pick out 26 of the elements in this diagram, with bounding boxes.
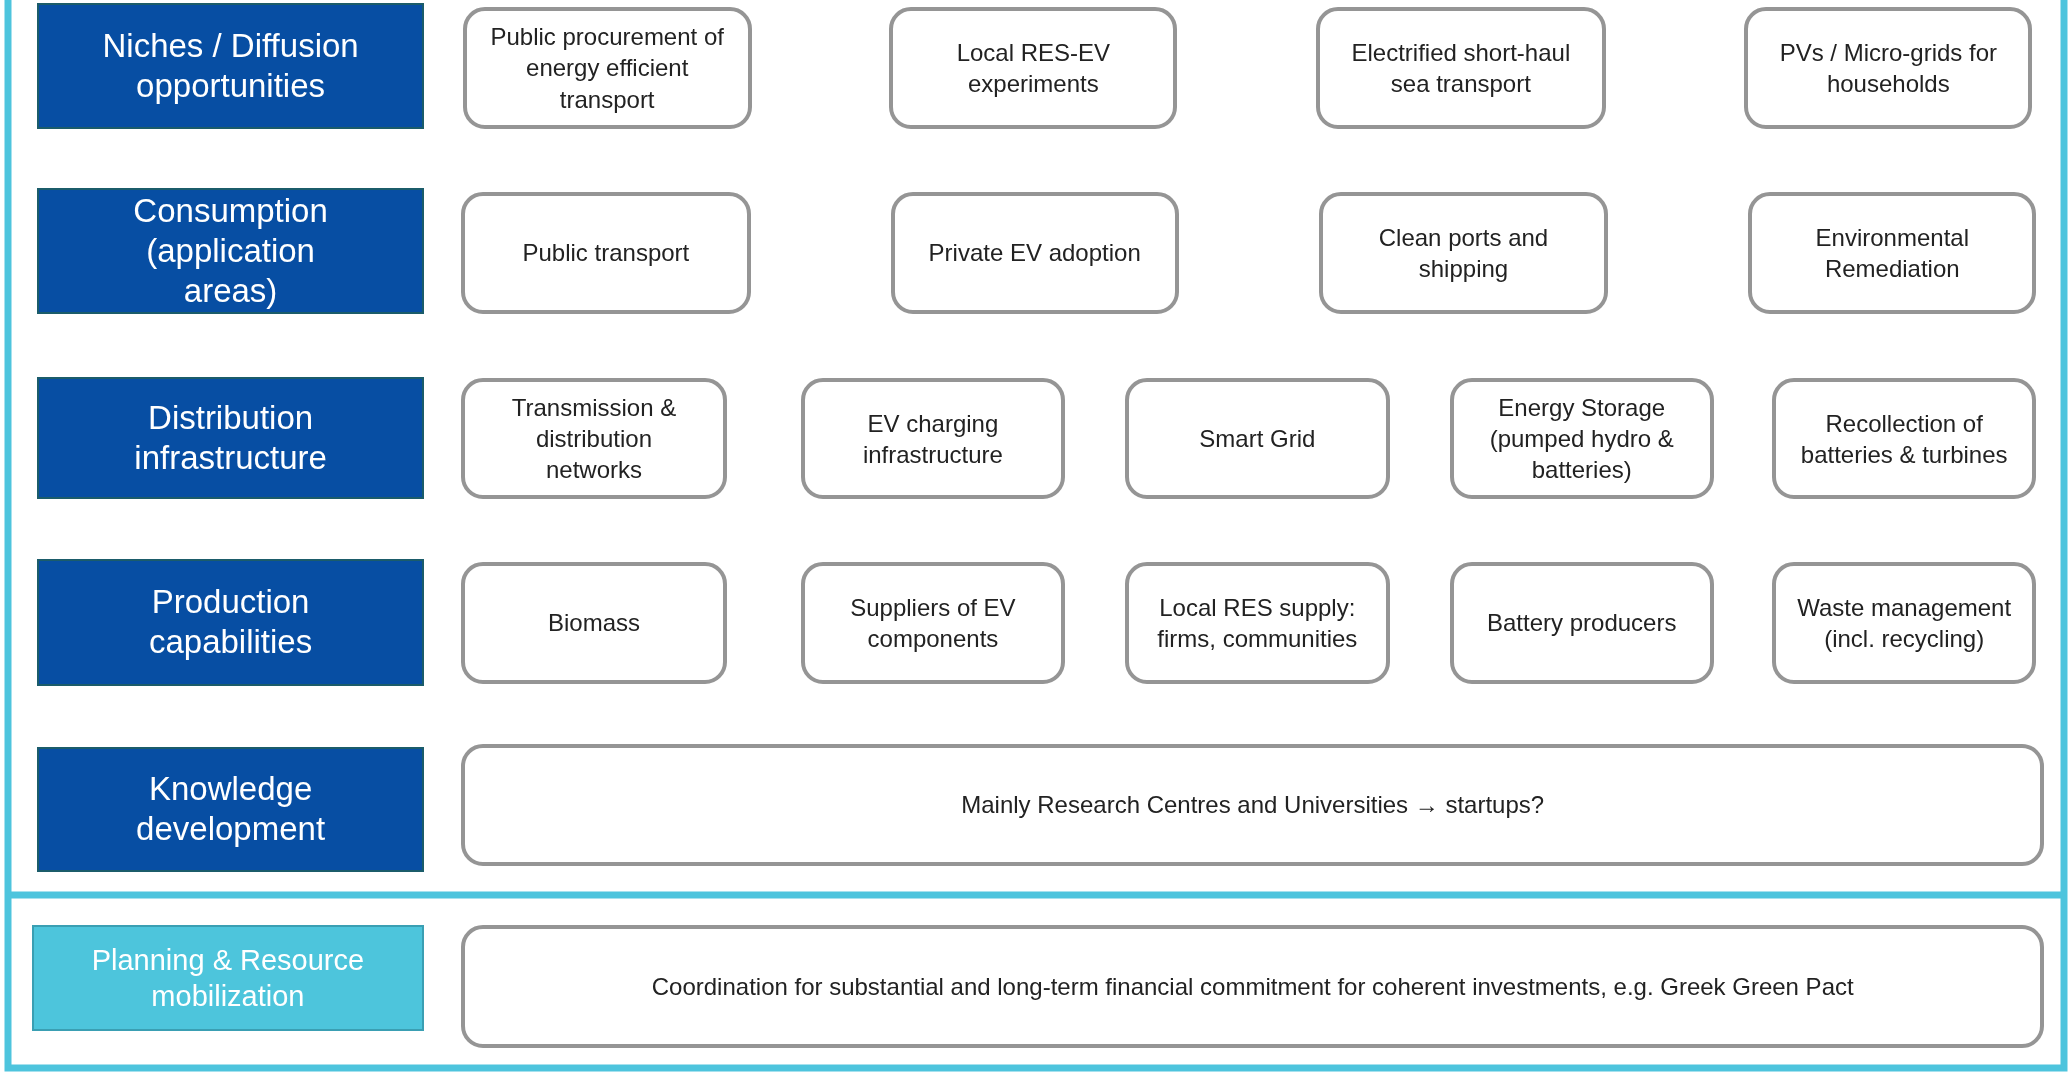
item-box: Smart Grid xyxy=(1124,377,1391,500)
item-box: Electrified short-haul sea transport xyxy=(1316,6,1606,130)
item-box: Clean ports and shipping xyxy=(1318,191,1609,315)
item-box: EV charging infrastructure xyxy=(800,377,1066,500)
item-box: PVs / Micro-grids for households xyxy=(1744,6,2033,130)
item-box: Transmission & distribution networks xyxy=(461,377,727,500)
item-box: Public procurement of energy efficient transport xyxy=(462,6,752,130)
row-heading: Distribution infrastructure xyxy=(37,376,425,500)
item-box: Local RES supply: firms, communities xyxy=(1124,561,1391,685)
item-box: Suppliers of EV components xyxy=(800,561,1066,685)
item-box: Public transport xyxy=(461,191,751,315)
row-heading: Niches / Diffusion opportunities xyxy=(37,2,425,130)
row-heading: Consumption (application areas) xyxy=(37,187,425,315)
item-box: Waste management (incl. recycling) xyxy=(1772,561,2037,685)
row-heading: Planning & Resource mobilization xyxy=(31,925,425,1031)
item-box: Energy Storage (pumped hydro & batteries) xyxy=(1449,377,1714,500)
item-box: Local RES-EV experiments xyxy=(889,6,1178,130)
item-box: Battery producers xyxy=(1449,561,1714,685)
row-heading: Knowledge development xyxy=(37,746,425,873)
item-box: Biomass xyxy=(461,561,727,685)
item-box: Private EV adoption xyxy=(890,191,1179,315)
item-box: Mainly Research Centres and Universities → startups? xyxy=(461,743,2045,866)
item-box: Environmental Remediation xyxy=(1748,191,2037,315)
item-box: Recollection of batteries & turbines xyxy=(1772,377,2037,500)
item-box: Coordination for substantial and long-term financial commitment for coherent investments, e.g. Greek Green Pact xyxy=(461,925,2045,1048)
row-heading: Production capabilities xyxy=(37,558,425,686)
